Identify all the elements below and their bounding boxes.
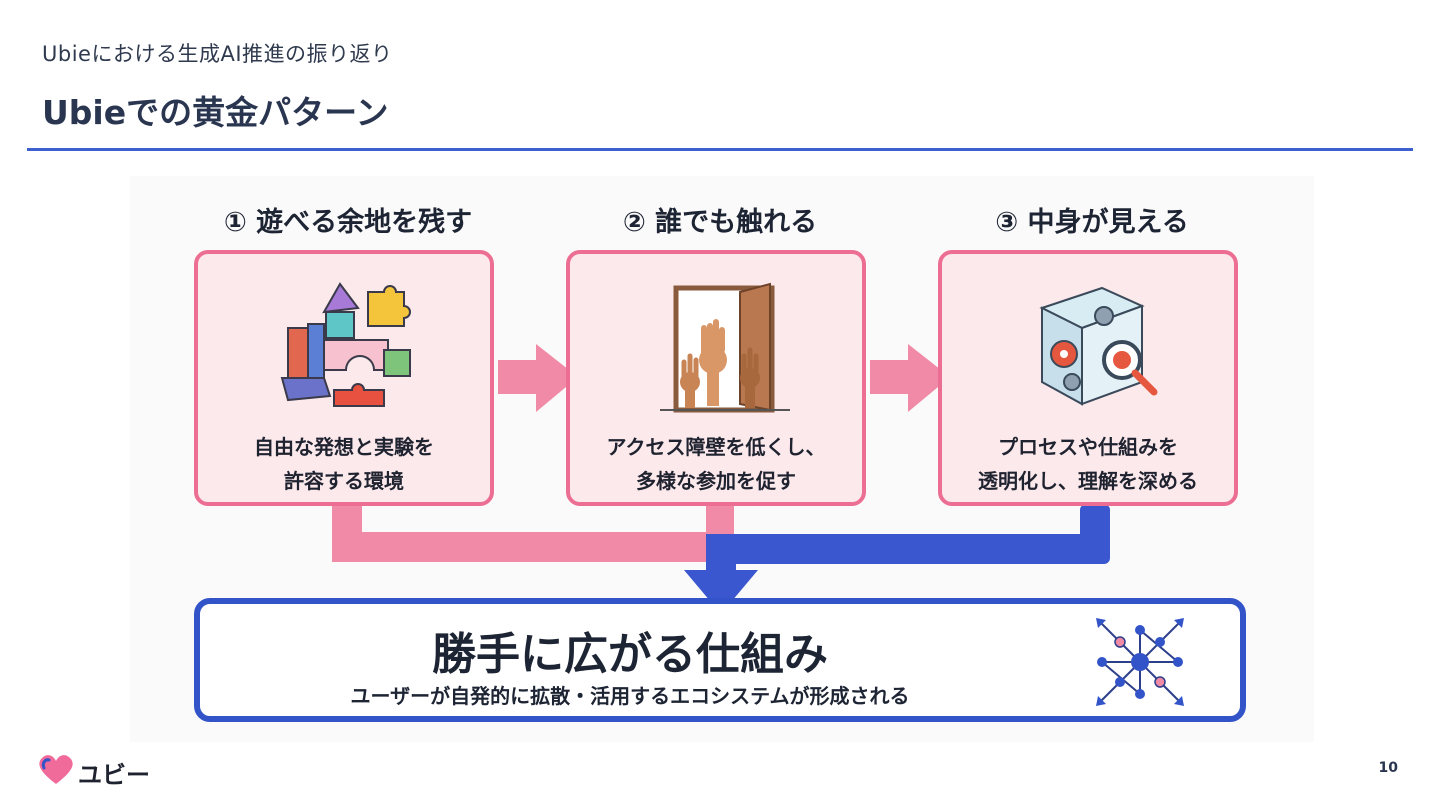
ubie-logo-icon [39, 755, 73, 784]
page-number: 10 [1378, 760, 1398, 776]
step-1-line-2: 許容する環境 [284, 469, 404, 493]
building-blocks-icon [280, 282, 411, 407]
step-1-line-1: 自由な発想と実験を [254, 435, 434, 459]
arrow-step2-to-step3 [870, 344, 950, 412]
slide-title: Ubieでの黄金パターン [42, 93, 389, 132]
result-box: 勝手に広がる仕組み ユーザーが自発的に拡散・活用するエコシステムが形成される [194, 598, 1246, 722]
step-3-line-2: 透明化し、理解を深める [978, 469, 1198, 493]
step-1-card: 自由な発想と実験を 許容する環境 [194, 250, 494, 506]
transparent-cube-gears-icon [1039, 286, 1158, 406]
pink-merge-path [332, 504, 734, 562]
step-2-line-2: 多様な参加を促す [636, 469, 796, 493]
step-3-title: ③ 中身が見える [995, 207, 1189, 238]
result-headline: 勝手に広がる仕組み [432, 629, 828, 680]
step-2-description: アクセス障壁を低くし、 多様な参加を促す [570, 430, 862, 498]
deck-subtitle: Ubieにおける生成AI推進の振り返り [42, 42, 393, 66]
step-1-description: 自由な発想と実験を 許容する環境 [198, 430, 490, 498]
blue-merge-path [684, 504, 1110, 614]
step-3-line-1: プロセスや仕組みを [998, 435, 1178, 459]
step-3-description: プロセスや仕組みを 透明化し、理解を深める [942, 430, 1234, 498]
open-door-hands-icon [660, 282, 790, 413]
step-2-title: ② 誰でも触れる [622, 207, 818, 238]
step-3-card: プロセスや仕組みを 透明化し、理解を深める [938, 250, 1238, 506]
step-2-card: アクセス障壁を低くし、 多様な参加を促す [566, 250, 866, 506]
title-divider [27, 148, 1413, 151]
ubie-logo-text: ユビー [78, 761, 150, 789]
step-1-title: ① 遊べる余地を残す [223, 207, 473, 238]
step-2-line-1: アクセス障壁を低くし、 [606, 435, 826, 459]
result-subline: ユーザーが自発的に拡散・活用するエコシステムが形成される [350, 684, 910, 708]
arrow-step1-to-step2 [498, 344, 578, 412]
network-expansion-icon [1096, 618, 1184, 706]
